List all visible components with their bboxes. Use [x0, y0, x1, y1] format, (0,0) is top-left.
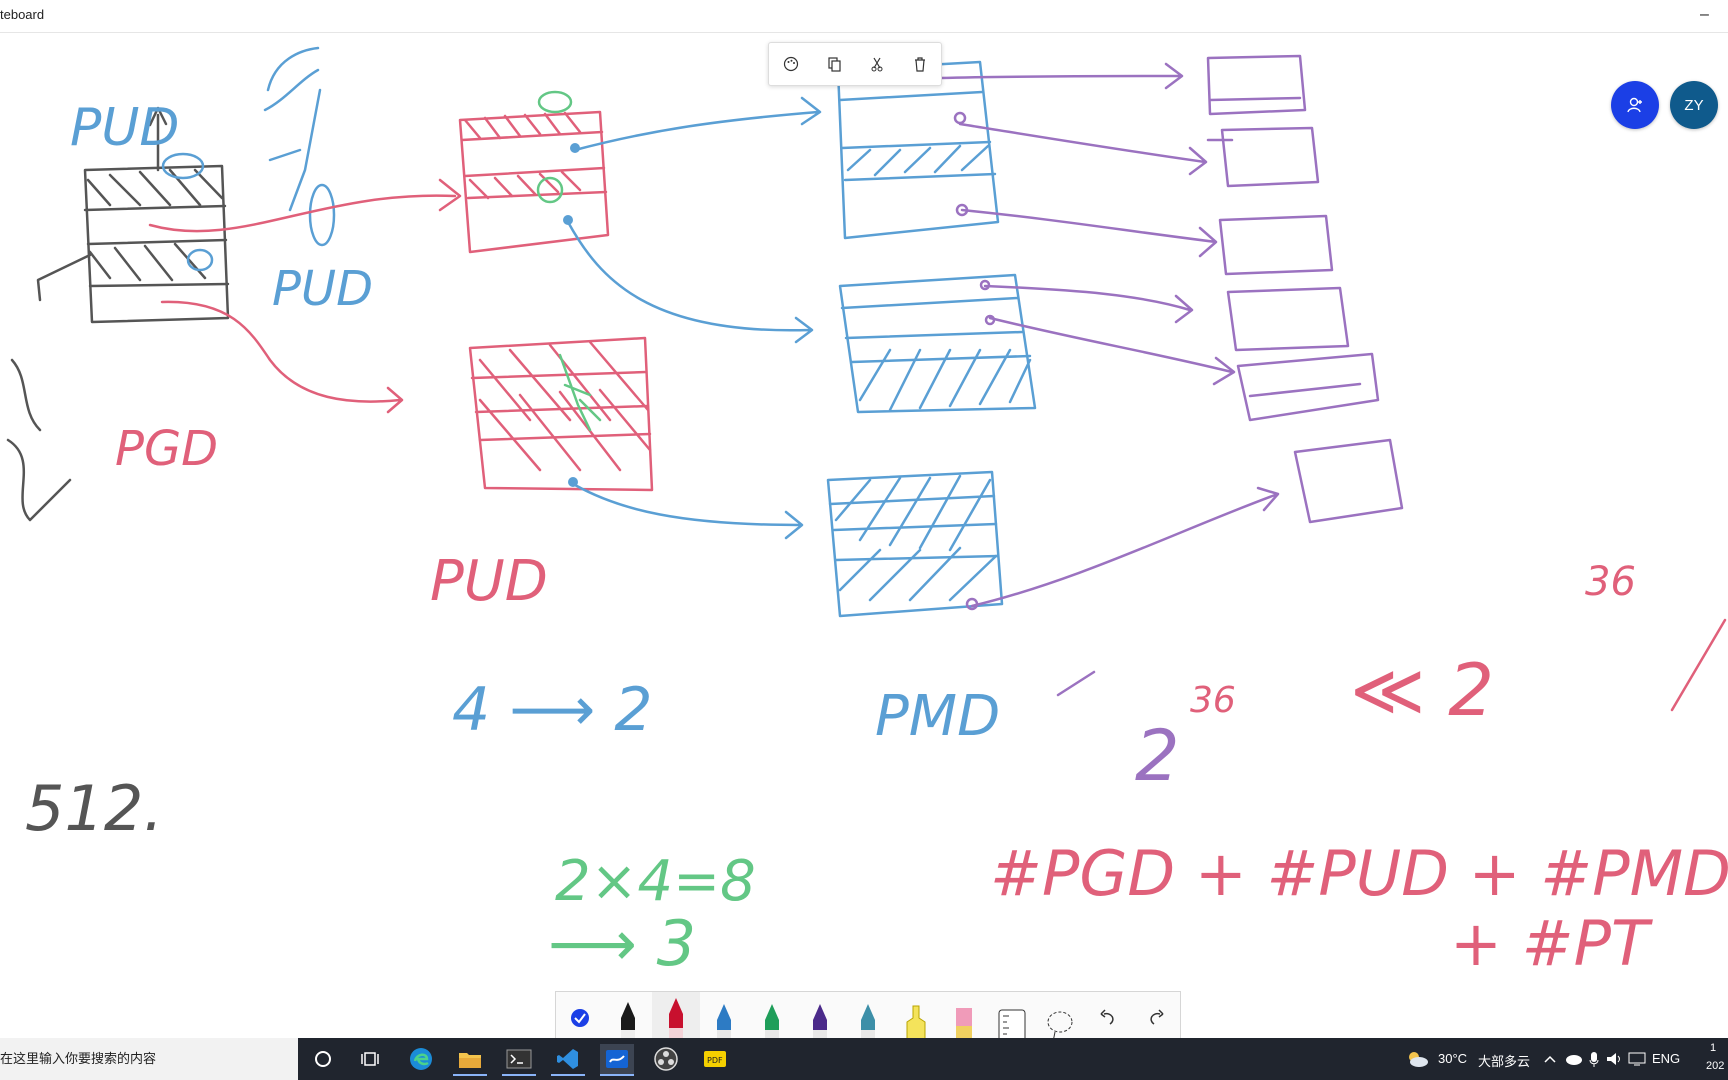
pen-blue-icon[interactable]: [700, 992, 748, 1044]
weather-temp: 30°C: [1438, 1051, 1468, 1066]
invite-person-icon[interactable]: [1611, 81, 1659, 129]
file-explorer-icon[interactable]: [453, 1044, 487, 1076]
pmd-table-2: [838, 273, 1037, 414]
selection-toolbar: [768, 42, 942, 86]
whiteboard-canvas[interactable]: PUD PUD PGD PUD PMD 4 ⟶ 2 2×4=8 ⟶ 3 512.…: [0, 32, 1728, 1038]
window-title: teboard: [0, 7, 45, 22]
edge-browser-icon[interactable]: [404, 1044, 438, 1074]
eraser-icon[interactable]: [940, 992, 988, 1044]
obs-icon[interactable]: [649, 1044, 683, 1074]
redo-icon[interactable]: [1132, 992, 1180, 1044]
pen-tray: [555, 991, 1181, 1044]
blue-scribble-mark-2: [186, 248, 214, 272]
label-much-less-2: ≪ 2: [1350, 648, 1494, 732]
pud-table-top: [458, 110, 610, 254]
pink-stroke-edge: [1670, 618, 1727, 712]
label-pud-top-left: PUD: [70, 98, 179, 158]
taskbar: 在这里输入你要搜索的内容 PDF 30°C 大部多云 ENG 1 202: [0, 1038, 1728, 1080]
whiteboard-app-icon[interactable]: [600, 1044, 634, 1076]
palette-icon[interactable]: [776, 49, 806, 79]
undo-icon[interactable]: [1084, 992, 1132, 1044]
highlighter-yellow-icon[interactable]: [892, 992, 940, 1044]
label-pmd: PMD: [875, 684, 1000, 749]
label-eq-2x4: 2×4=8: [555, 849, 756, 914]
cut-icon[interactable]: [862, 49, 892, 79]
blue-annotations: [263, 46, 336, 247]
pointer-dots: [563, 143, 580, 487]
pen-galaxy-icon[interactable]: [844, 992, 892, 1044]
task-view-icon[interactable]: [354, 1044, 388, 1074]
lasso-icon[interactable]: [1036, 992, 1084, 1044]
label-sum-line1: #PGD + #PUD + #PMD: [990, 837, 1728, 910]
label-two-power: 2: [1135, 715, 1180, 797]
svg-text:PDF: PDF: [707, 1056, 723, 1065]
purple-arrows: [938, 62, 1280, 608]
label-512: 512.: [25, 772, 163, 845]
label-pud-middle-left: PUD: [272, 261, 373, 317]
ballpoint-pen-black-icon[interactable]: [604, 992, 652, 1044]
label-exponent-36-b: 36: [1585, 559, 1636, 605]
weather-description: 大部多云: [1478, 1054, 1531, 1069]
weather-icon[interactable]: [1400, 1044, 1434, 1074]
pdf-app-icon[interactable]: PDF: [698, 1044, 732, 1074]
cortana-icon[interactable]: [306, 1044, 340, 1074]
green-marks: [536, 90, 602, 432]
pointer-dots-pmd: [953, 111, 996, 611]
pud-table-bottom: [468, 336, 654, 492]
input-language[interactable]: ENG: [1652, 1051, 1681, 1066]
label-4-to-2: 4 ⟶ 2: [452, 675, 653, 745]
select-tool-icon[interactable]: [556, 992, 604, 1044]
delete-icon[interactable]: [905, 49, 935, 79]
copy-icon[interactable]: [819, 49, 849, 79]
label-pud-center: PUD: [430, 549, 548, 614]
pen-purple-icon[interactable]: [796, 992, 844, 1044]
pmd-table-3: [826, 470, 1004, 618]
onedrive-icon[interactable]: [1562, 1044, 1584, 1074]
ballpoint-pen-red-icon[interactable]: [652, 992, 700, 1044]
pen-green-icon[interactable]: [748, 992, 796, 1044]
label-eq-to-3: ⟶ 3: [548, 907, 696, 980]
terminal-icon[interactable]: [502, 1044, 536, 1076]
label-exponent-36-a: 36: [1190, 680, 1236, 721]
minimize-button[interactable]: –: [1700, 6, 1709, 23]
pgd-table-drawing: [6, 106, 230, 522]
user-avatar[interactable]: ZY: [1670, 81, 1718, 129]
vscode-icon[interactable]: [551, 1044, 585, 1076]
clock-date[interactable]: 202: [1706, 1060, 1725, 1072]
ruler-icon[interactable]: [988, 992, 1036, 1044]
chevron-up-icon[interactable]: [1540, 1044, 1560, 1074]
pt-boxes: [1206, 54, 1404, 524]
taskbar-search-input[interactable]: 在这里输入你要搜索的内容: [0, 1038, 298, 1080]
volume-icon[interactable]: [1604, 1044, 1626, 1074]
network-icon[interactable]: [1626, 1044, 1648, 1074]
clock-time[interactable]: 1: [1710, 1042, 1717, 1054]
label-sum-line2: + #PT: [1450, 907, 1653, 980]
microphone-icon[interactable]: [1584, 1044, 1604, 1074]
title-bar: teboard –: [0, 0, 1728, 33]
red-arrows: [148, 178, 462, 414]
blue-scribble-mark: [161, 152, 205, 180]
label-pgd: PGD: [115, 421, 218, 477]
two-underline: [1056, 670, 1096, 697]
blue-arrows: [566, 96, 822, 540]
